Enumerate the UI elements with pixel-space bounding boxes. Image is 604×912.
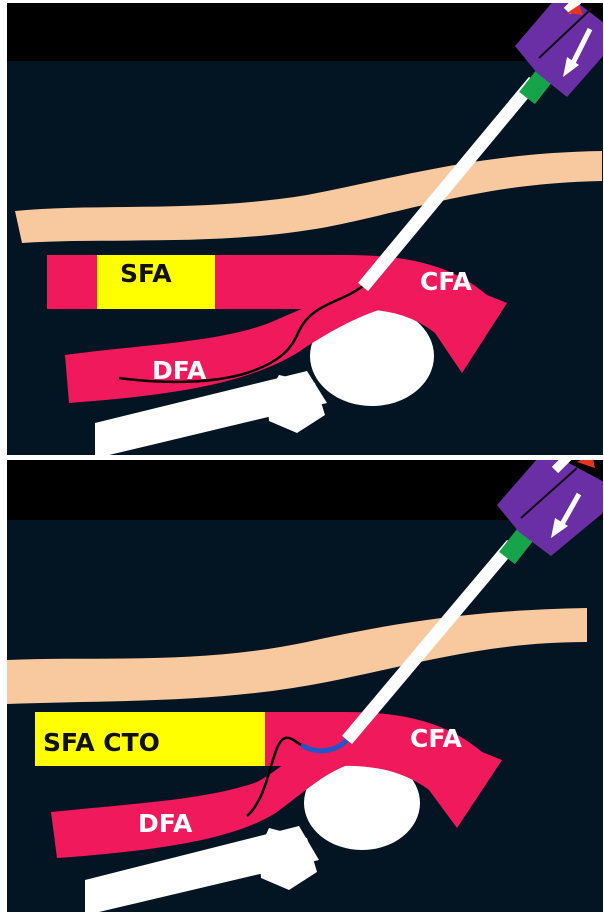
label-cfa: CFA <box>410 724 463 753</box>
label-sfa: SFA <box>120 259 172 288</box>
diagram-panel-top: SFA CFA DFA <box>7 3 603 455</box>
panel-bottom-svg: SFA CTO CFA DFA <box>7 460 603 912</box>
label-sfa-cto: SFA CTO <box>43 728 160 757</box>
label-cfa: CFA <box>420 267 473 296</box>
header-band <box>7 3 603 61</box>
sheath-collar <box>527 75 545 98</box>
panel-top-svg: SFA CFA DFA <box>7 3 603 455</box>
sheath-collar <box>507 535 525 558</box>
diagram-panel-bottom: SFA CTO CFA DFA <box>7 460 603 912</box>
label-dfa: DFA <box>152 356 207 385</box>
label-dfa: DFA <box>138 809 193 838</box>
